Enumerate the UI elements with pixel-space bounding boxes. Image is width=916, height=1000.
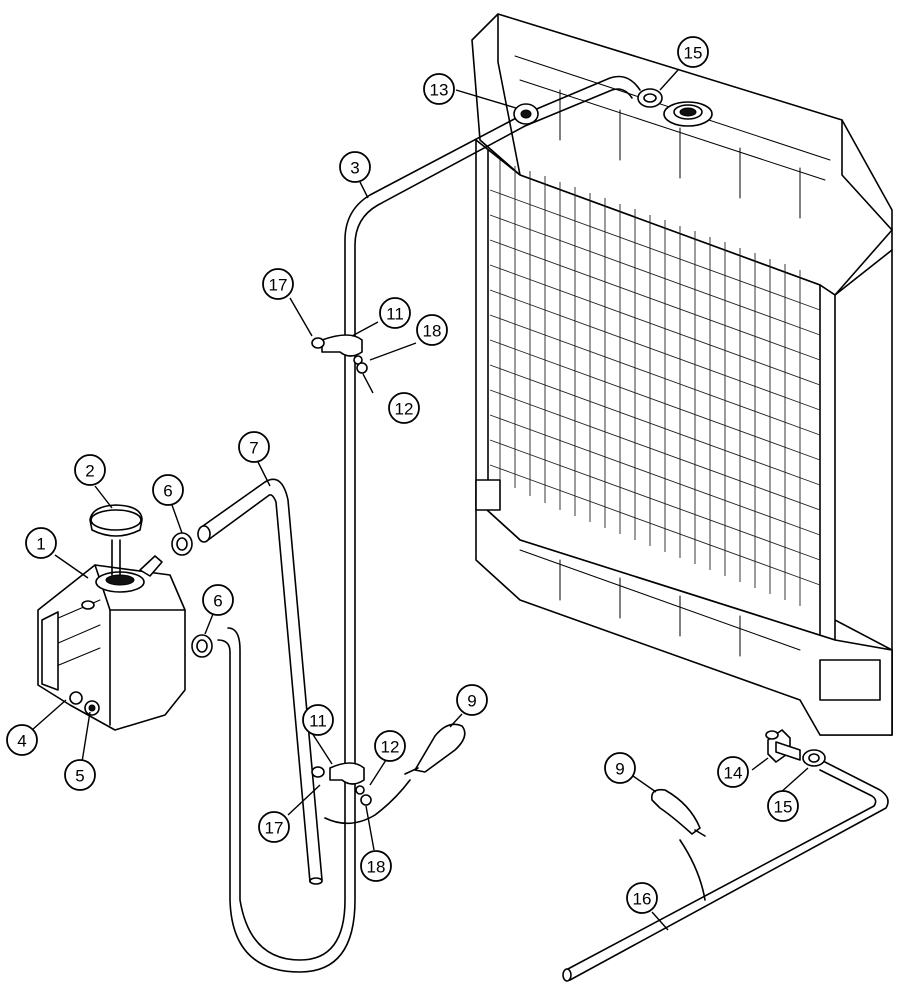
callout-label: 11 bbox=[309, 712, 327, 731]
callout-label: 1 bbox=[36, 535, 45, 554]
callout-circle bbox=[360, 850, 392, 882]
callout-c6b: 6 bbox=[202, 584, 234, 616]
callout-circle bbox=[677, 36, 709, 68]
callout-circle bbox=[604, 752, 636, 784]
callout-c9a: 9 bbox=[456, 684, 488, 716]
drain-tube bbox=[562, 761, 889, 982]
callout-c12a: 12 bbox=[388, 392, 420, 424]
callout-circle bbox=[6, 724, 38, 756]
callout-label: 16 bbox=[633, 890, 652, 909]
hose-clamp-6a bbox=[171, 532, 193, 556]
callout-circle bbox=[423, 73, 455, 105]
callout-label: 6 bbox=[163, 482, 172, 501]
callout-circle bbox=[379, 297, 411, 329]
callout-c16: 16 bbox=[626, 882, 658, 914]
callout-c4: 4 bbox=[6, 724, 38, 756]
callout-label: 12 bbox=[381, 738, 400, 757]
overflow-tube bbox=[217, 75, 641, 973]
callout-label: 18 bbox=[423, 322, 442, 341]
callout-c18a: 18 bbox=[416, 314, 448, 346]
callout-circle bbox=[767, 790, 799, 822]
callout-label: 11 bbox=[386, 305, 404, 324]
callout-label: 4 bbox=[17, 732, 26, 751]
callout-c1: 1 bbox=[25, 527, 57, 559]
callout-label: 9 bbox=[467, 692, 476, 711]
callout-circle bbox=[302, 704, 334, 736]
callout-c15a: 15 bbox=[677, 36, 709, 68]
clip-lower bbox=[311, 762, 372, 806]
callout-c15b: 15 bbox=[767, 790, 799, 822]
callout-c17a: 17 bbox=[262, 268, 294, 300]
callout-circle bbox=[339, 151, 371, 183]
callout-label: 17 bbox=[265, 819, 284, 838]
hose-clamp-top bbox=[637, 88, 663, 108]
callout-label: 9 bbox=[615, 760, 624, 779]
cable-tie-left bbox=[324, 723, 466, 825]
leader-lines bbox=[31, 69, 809, 931]
coolant-reservoir bbox=[37, 504, 186, 731]
callout-circle bbox=[717, 756, 749, 788]
radiator bbox=[471, 13, 893, 736]
grommet bbox=[513, 103, 539, 125]
callout-circle bbox=[262, 268, 294, 300]
clip-upper bbox=[311, 334, 368, 374]
callout-circle bbox=[626, 882, 658, 914]
callout-label: 18 bbox=[367, 858, 386, 877]
callout-c5: 5 bbox=[64, 759, 96, 791]
callout-circle bbox=[374, 730, 406, 762]
callout-circle bbox=[388, 392, 420, 424]
callout-c13: 13 bbox=[423, 73, 455, 105]
callout-c17b: 17 bbox=[258, 811, 290, 843]
callout-label: 3 bbox=[350, 159, 359, 178]
hose-clamp-bottom bbox=[802, 749, 826, 767]
callout-label: 5 bbox=[75, 767, 84, 786]
callout-label: 15 bbox=[684, 44, 703, 63]
callout-c12b: 12 bbox=[374, 730, 406, 762]
drain-fitting bbox=[765, 729, 801, 763]
callout-c3: 3 bbox=[339, 151, 371, 183]
callout-label: 13 bbox=[430, 81, 449, 100]
callout-c9b: 9 bbox=[604, 752, 636, 784]
callout-label: 6 bbox=[213, 592, 222, 611]
callout-circle bbox=[74, 454, 106, 486]
callout-c7: 7 bbox=[238, 431, 270, 463]
callout-c6a: 6 bbox=[152, 474, 184, 506]
callout-c18b: 18 bbox=[360, 850, 392, 882]
callout-label: 17 bbox=[269, 276, 288, 295]
callout-c11a: 11 bbox=[379, 297, 411, 329]
callout-circle bbox=[258, 811, 290, 843]
callout-c14: 14 bbox=[717, 756, 749, 788]
vent-tube bbox=[197, 478, 323, 885]
hose-clamp-6b bbox=[191, 634, 213, 658]
callout-circle bbox=[456, 684, 488, 716]
callout-c11b: 11 bbox=[302, 704, 334, 736]
callout-label: 14 bbox=[724, 764, 743, 783]
callout-label: 15 bbox=[774, 798, 793, 817]
callout-circle bbox=[64, 759, 96, 791]
radiator-core bbox=[489, 160, 821, 606]
callout-circle bbox=[238, 431, 270, 463]
callout-label: 7 bbox=[249, 439, 258, 458]
callout-label: 12 bbox=[395, 400, 414, 419]
callout-c2: 2 bbox=[74, 454, 106, 486]
callout-circle bbox=[152, 474, 184, 506]
callout-circle bbox=[202, 584, 234, 616]
callout-label: 2 bbox=[85, 462, 94, 481]
callout-circle bbox=[25, 527, 57, 559]
cable-tie-right bbox=[650, 788, 706, 901]
callout-circle bbox=[416, 314, 448, 346]
